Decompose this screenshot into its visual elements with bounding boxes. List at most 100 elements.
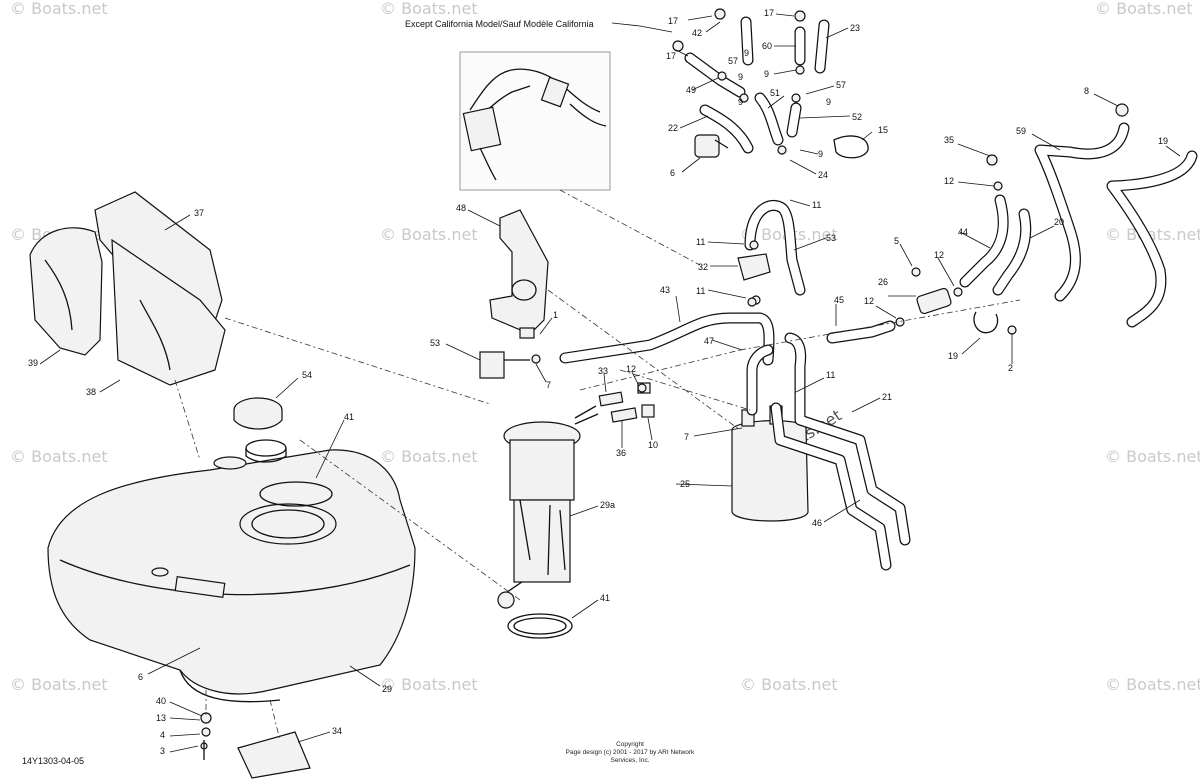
callout: 4 — [160, 730, 165, 740]
callout: 41 — [344, 412, 354, 422]
callout: 53 — [826, 233, 836, 243]
watermark: © Boats.net — [380, 225, 478, 244]
callout: 11 — [812, 200, 821, 210]
callout: 12 — [944, 176, 954, 186]
callout: 9 — [744, 48, 749, 58]
bracket — [479, 209, 549, 379]
watermark: © Boats.net — [1105, 447, 1200, 466]
callout: 60 — [762, 41, 772, 51]
watermark: © Boats.net — [10, 0, 108, 18]
valve-assembly-6 — [694, 134, 729, 158]
watermark: © Boats.net — [380, 447, 478, 466]
callout: 6 — [138, 672, 143, 682]
callout: 46 — [812, 518, 822, 528]
callout: 12 — [626, 364, 636, 374]
drawing-number: 14Y1303-04-05 — [22, 756, 85, 766]
callout: 29a — [600, 500, 615, 510]
callout: 11 — [696, 286, 705, 296]
callout: 29 — [382, 684, 392, 694]
callout: 10 — [648, 440, 658, 450]
callout: 17 — [668, 16, 678, 26]
watermark: © Boats.net — [1095, 0, 1193, 18]
california-note-leader — [611, 22, 673, 33]
callout: 7 — [546, 380, 551, 390]
callout: 40 — [156, 696, 166, 706]
callout: 9 — [818, 149, 823, 159]
callout: 12 — [864, 296, 874, 306]
callout: 32 — [698, 262, 708, 272]
callout: 41 — [600, 593, 610, 603]
copyright-notice: Copyright Page design (c) 2001 - 2017 by… — [560, 741, 700, 765]
callout: 52 — [852, 112, 862, 122]
callout: 25 — [680, 479, 690, 489]
callout: 43 — [660, 285, 670, 295]
copyright-line: Page design (c) 2001 - 2017 by ARI Netwo… — [565, 749, 695, 764]
callout: 3 — [160, 746, 165, 756]
callout: 42 — [692, 28, 702, 38]
callout: 38 — [86, 387, 96, 397]
callout: 24 — [818, 170, 828, 180]
callout: 15 — [878, 125, 888, 135]
callouts: 17 42 17 23 60 9 17 9 57 9 57 49 9 51 9 … — [28, 8, 1168, 756]
callout: 19 — [1158, 136, 1168, 146]
callout: 9 — [764, 69, 769, 79]
callout: 35 — [944, 135, 954, 145]
watermark: © Boats.net — [380, 0, 478, 18]
callout: 51 — [770, 88, 780, 98]
callout: 1 — [553, 310, 558, 320]
seal-ring-15 — [833, 135, 869, 159]
callout: 44 — [958, 227, 968, 237]
callout: 37 — [194, 208, 204, 218]
fuel-tank — [47, 449, 416, 703]
mounting-hardware — [203, 731, 311, 779]
watermark: © Boats.net — [10, 447, 108, 466]
leader-lines — [39, 13, 1181, 753]
copyright-line: Copyright — [616, 741, 644, 748]
callout: 6 — [670, 168, 675, 178]
callout: 19 — [948, 351, 958, 361]
callout: 7 — [684, 432, 689, 442]
callout: 13 — [156, 713, 166, 723]
callout: 9 — [738, 72, 743, 82]
watermark: © Boats.net — [740, 675, 838, 694]
inset-detail — [459, 51, 701, 266]
watermark: © Boats.net — [10, 675, 108, 694]
california-note: Except California Model/Sauf Modèle Cali… — [405, 19, 594, 29]
callout: 17 — [764, 8, 774, 18]
fuel-cap — [233, 397, 287, 463]
callout: 9 — [826, 97, 831, 107]
fuel-filter — [737, 240, 771, 305]
callout: 59 — [1016, 126, 1026, 136]
callout: 21 — [882, 392, 892, 402]
watermark: © Boats.net — [1105, 675, 1200, 694]
callout: 12 — [934, 250, 944, 260]
callout: 22 — [668, 123, 678, 133]
callout: 33 — [598, 366, 608, 376]
callout: 49 — [686, 85, 696, 95]
callout: 2 — [1008, 363, 1013, 373]
callout: 23 — [850, 23, 860, 33]
callout: 48 — [456, 203, 466, 213]
callout: 53 — [430, 338, 440, 348]
callout: 26 — [878, 277, 888, 287]
assembly-lines — [174, 289, 1021, 741]
callout: 9 — [738, 97, 743, 107]
watermark: © Boats.net — [1105, 225, 1200, 244]
callout: 5 — [894, 236, 899, 246]
callout: 17 — [666, 51, 676, 61]
callout: 11 — [696, 237, 705, 247]
callout: 47 — [704, 336, 714, 346]
callout: 20 — [1054, 217, 1064, 227]
callout: 8 — [1084, 86, 1089, 96]
callout: 57 — [836, 80, 846, 90]
callout: 57 — [728, 56, 738, 66]
callout: 54 — [302, 370, 312, 380]
fuel-pressure-regulator — [916, 287, 952, 315]
callout: 45 — [834, 295, 844, 305]
clip-19 — [973, 311, 999, 334]
callout: 34 — [332, 726, 342, 736]
callout: 39 — [28, 358, 38, 368]
watermark: © Boats.net — [380, 675, 478, 694]
callout: 11 — [826, 370, 835, 380]
